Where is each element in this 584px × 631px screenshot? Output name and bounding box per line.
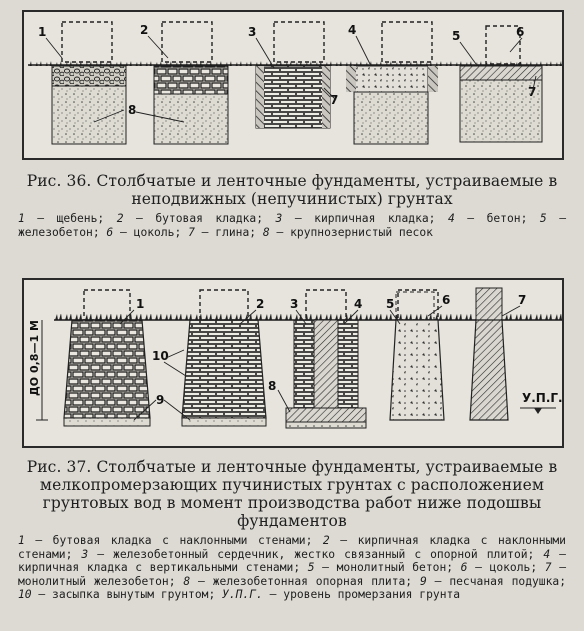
fig36-label-2: 2	[140, 23, 148, 37]
legend-number: 2	[322, 534, 330, 547]
legend-text: — цоколь;	[467, 561, 545, 575]
legend-number: 9	[419, 574, 427, 588]
legend-text: — кирпичная кладка с наклонными стенами;	[18, 534, 566, 561]
legend-text: — кирпичная кладка с вертикальными стена…	[18, 547, 566, 575]
fig36-label-5: 5	[452, 29, 460, 43]
legend-number: 5	[307, 561, 315, 575]
legend-text: — монолитный бетон;	[314, 561, 461, 575]
fig37-label-3: 3	[290, 297, 298, 311]
figure-36-caption: Рис. 36. Столбчатые и ленточные фундамен…	[26, 172, 558, 208]
legend-text: — цоколь;	[113, 225, 189, 239]
fig37-label-5: 5	[386, 297, 394, 311]
figure-36: 1 2 3 4 5 6 7 7 8	[22, 10, 564, 160]
legend-number: 8	[262, 225, 270, 239]
fig37-depth-label: ДО 0,8—1 М	[28, 320, 41, 396]
fig36-label-7a: 7	[330, 93, 338, 107]
figure-37-drawing: ДО 0,8—1 М У.П.Г. 1 2 3 4 5 6 7 8 9 10	[28, 287, 563, 429]
figure-37-caption: Рис. 37. Столбчатые и ленточные фундамен…	[26, 458, 558, 530]
legend-number: 1	[18, 212, 25, 225]
legend-number: 1	[18, 534, 25, 547]
legend-number: 2	[116, 212, 124, 225]
legend-number: 10	[18, 588, 32, 602]
legend-number: 5	[539, 212, 547, 225]
legend-text: — песчаная подушка;	[426, 574, 567, 588]
legend-text: — уровень промерзания грунта	[262, 588, 461, 602]
fig37-label-6: 6	[442, 293, 450, 307]
legend-number: 6	[106, 225, 114, 239]
fig36-label-3: 3	[248, 25, 256, 39]
legend-number: 7	[188, 225, 195, 239]
legend-text: — железобетон;	[18, 212, 567, 239]
fig36-label-6: 6	[516, 25, 524, 39]
fig37-label-4: 4	[354, 297, 362, 311]
legend-text: — железобетонная опорная плита;	[190, 574, 420, 588]
legend-number: 3	[275, 212, 283, 225]
fig36-label-8: 8	[128, 103, 136, 117]
fig37-label-10: 10	[152, 349, 169, 363]
fig37-label-2: 2	[256, 297, 264, 311]
fig37-label-1: 1	[136, 297, 144, 311]
fig37-label-7: 7	[518, 293, 526, 307]
legend-text: — щебень;	[24, 212, 117, 225]
figure-36-legend: 1 — щебень; 2 — бутовая кладка; 3 — кирп…	[18, 212, 566, 239]
legend-number: У.П.Г.	[222, 588, 263, 602]
fig37-label-9: 9	[156, 393, 164, 407]
legend-text: — глина;	[194, 225, 263, 239]
legend-number: 6	[460, 561, 468, 575]
legend-text: — бутовая кладка с наклонными стенами;	[24, 534, 323, 547]
fig36-label-4: 4	[348, 23, 356, 37]
figure-37-legend: 1 — бутовая кладка с наклонными стенами;…	[18, 534, 566, 602]
fig37-label-8: 8	[268, 379, 276, 393]
legend-number: 4	[447, 212, 455, 225]
fig37-level-label: У.П.Г.	[522, 391, 563, 405]
figure-36-drawing: 1 2 3 4 5 6 7 7 8	[28, 21, 562, 145]
legend-text: — кирпичная кладка;	[282, 212, 448, 225]
legend-text: — засыпка вынутым грунтом;	[31, 588, 223, 602]
figure-37: ДО 0,8—1 М У.П.Г. 1 2 3 4 5 6 7 8 9 10	[22, 278, 564, 448]
legend-number: 7	[544, 561, 552, 575]
legend-text: — железобетонный сердечник, жестко связа…	[88, 547, 544, 561]
legend-number: 3	[81, 547, 89, 561]
legend-number: 4	[543, 547, 551, 561]
fig36-label-1: 1	[38, 25, 46, 39]
legend-number: 8	[183, 574, 191, 588]
legend-text: — бетон;	[454, 212, 540, 225]
legend-text: — бутовая кладка;	[123, 212, 276, 225]
legend-text: — крупнозернистый песок	[269, 225, 433, 239]
legend-text: — монолитный железобетон;	[18, 561, 566, 588]
